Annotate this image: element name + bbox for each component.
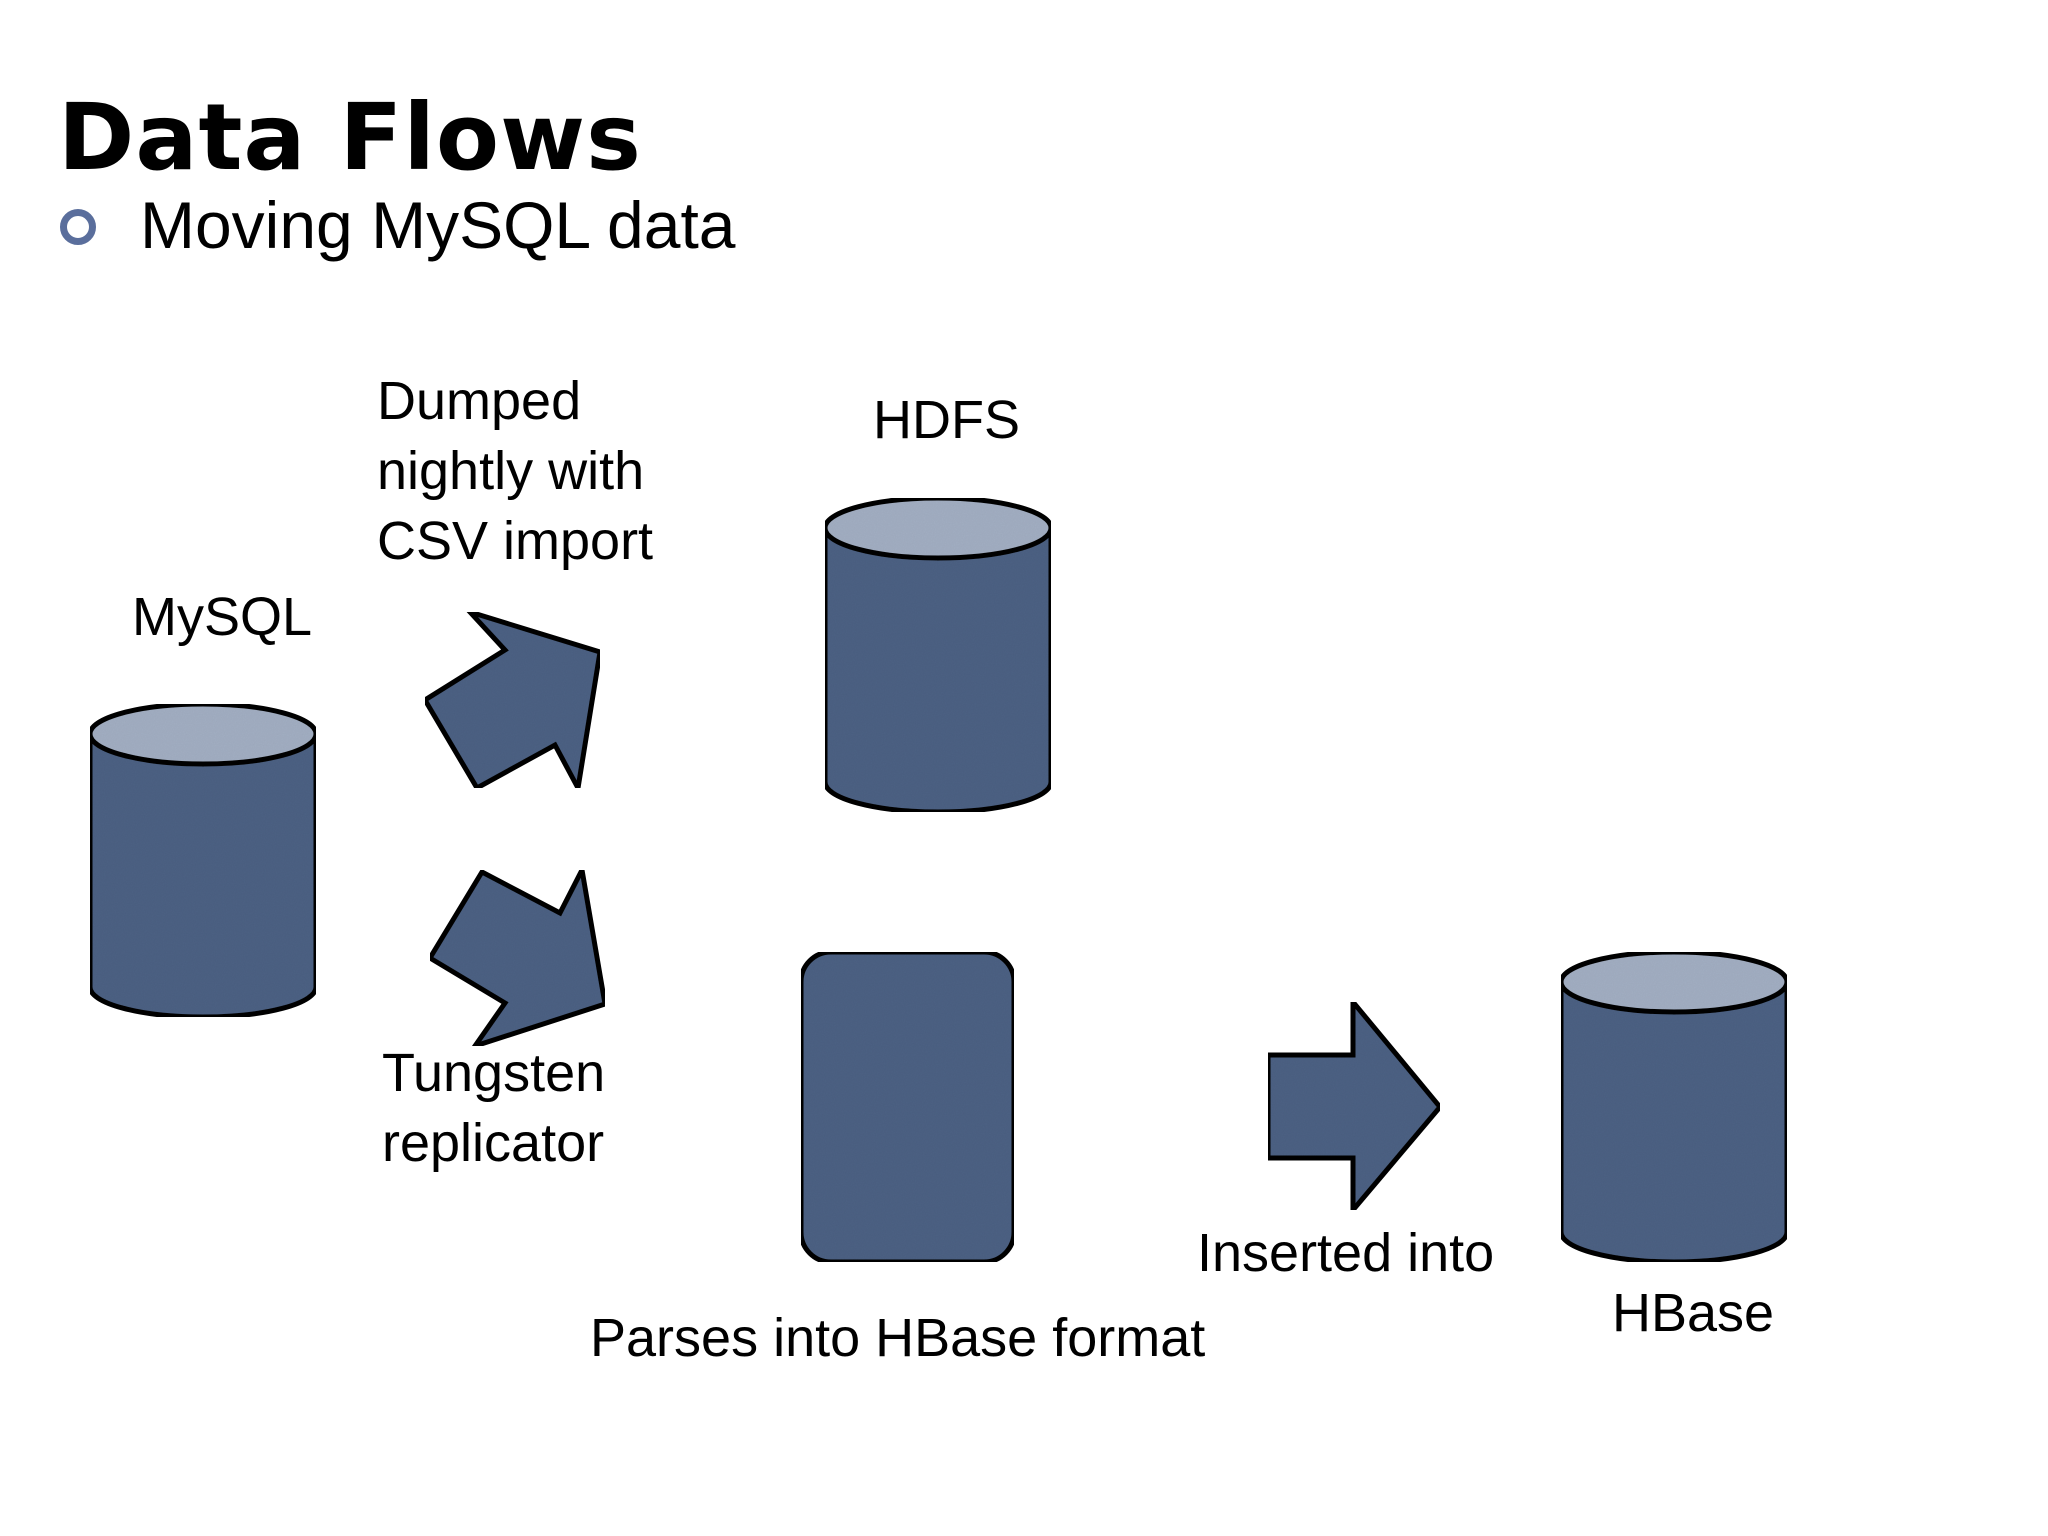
- tungsten-arrow-icon: [426, 862, 608, 1051]
- dump-label-line2: nightly with: [377, 441, 645, 501]
- slide-title: Data Flows: [58, 84, 642, 191]
- parser-process-box: [798, 949, 1017, 1265]
- mysql-database-icon: [87, 701, 319, 1020]
- dump-label-line3: CSV import: [377, 511, 654, 571]
- mysql-label: MySQL: [132, 587, 313, 647]
- hbase-database-icon: [1558, 949, 1790, 1265]
- bullet-text: Moving MySQL data: [140, 188, 736, 262]
- tungsten-label-line2: replicator: [382, 1113, 605, 1173]
- tungsten-label-line1: Tungsten: [382, 1043, 606, 1103]
- parse-label: Parses into HBase format: [590, 1308, 1206, 1368]
- hdfs-label: HDFS: [873, 390, 1020, 450]
- dump-arrow-icon: [421, 606, 603, 796]
- insert-arrow-icon: [1265, 995, 1444, 1217]
- bullet-ring-icon: [60, 209, 96, 245]
- insert-label: Inserted into: [1197, 1223, 1495, 1283]
- hbase-label: HBase: [1612, 1283, 1775, 1343]
- hdfs-storage-icon: [822, 495, 1054, 815]
- dump-label-line1: Dumped: [377, 371, 582, 431]
- bullet-item: Moving MySQL data: [60, 192, 735, 258]
